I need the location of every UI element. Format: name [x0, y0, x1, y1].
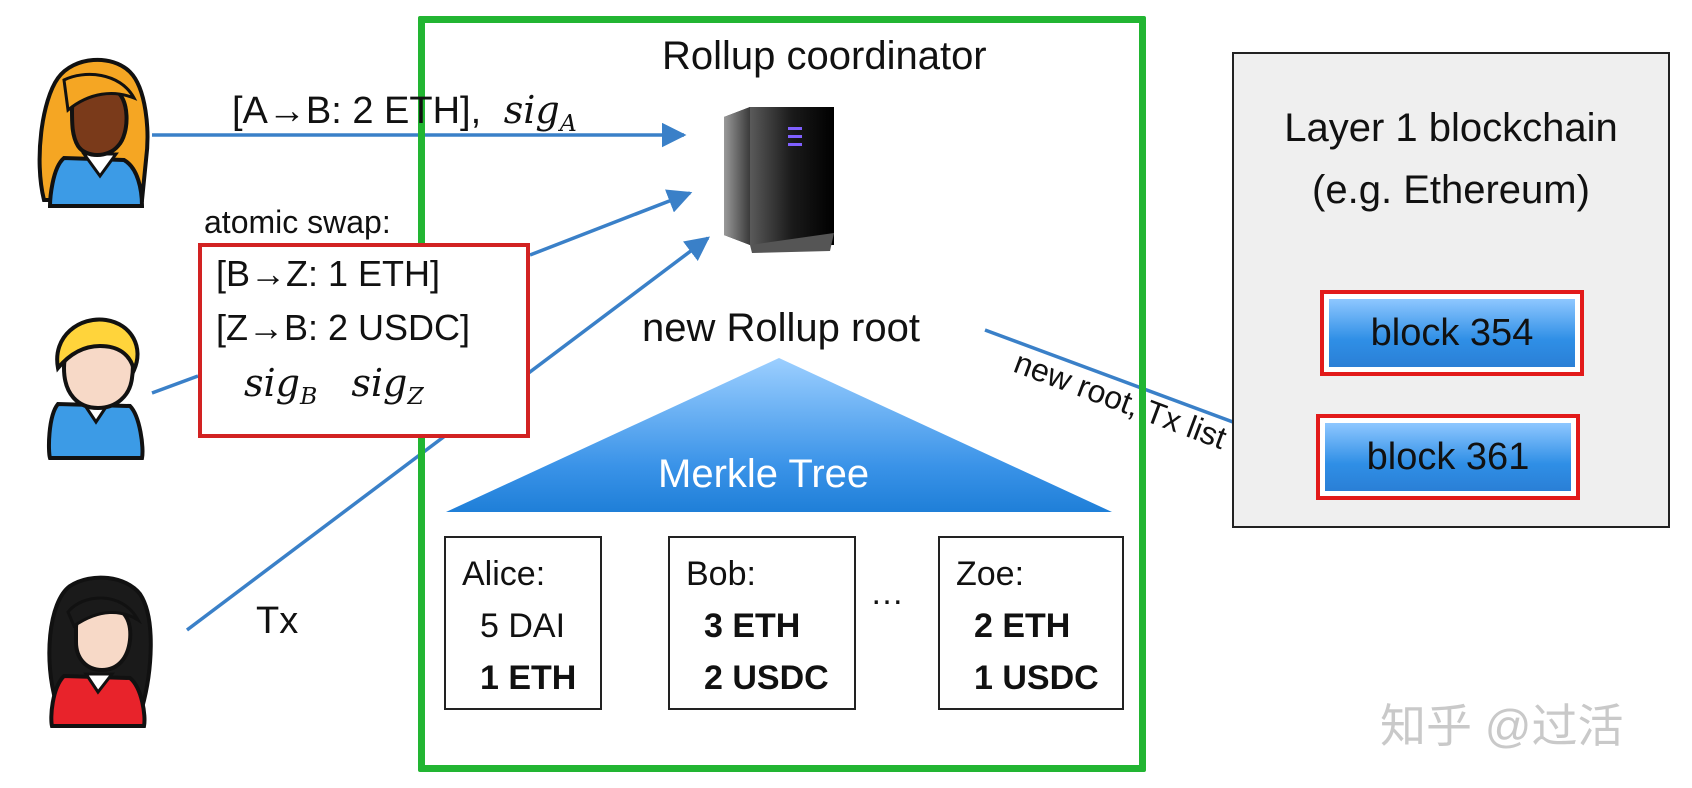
swap-signatures: sigB sigZ [244, 361, 424, 410]
leaf-zoe: Zoe: 2 ETH 1 USDC [938, 536, 1124, 710]
arrow-bob-to-swap [151, 374, 199, 395]
swap-sig-b: sig [244, 361, 300, 405]
alice-tx-label: [A→B: 2 ETH], sigA [232, 88, 577, 137]
server-icon [724, 107, 834, 253]
leaf-zoe-name: Zoe: [956, 555, 1025, 593]
merkle-tree-label: Merkle Tree [658, 452, 870, 496]
watermark: 知乎 @过活 [1380, 700, 1624, 752]
zoe-avatar-icon [47, 575, 153, 728]
swap-line-1: [B→Z: 1 ETH] [216, 253, 441, 294]
swap-title: atomic swap: [204, 204, 391, 240]
swap-box: [B→Z: 1 ETH] [Z→B: 2 USDC] sigB sigZ [198, 243, 530, 438]
leaf-bob: Bob: 3 ETH 2 USDC [668, 536, 856, 710]
block-361-label: block 361 [1325, 423, 1571, 491]
swap-sig-b-sub: B [299, 382, 318, 411]
leaf-alice-name: Alice: [462, 555, 546, 593]
swap-sig-z: sig [351, 361, 408, 405]
alice-sig-sub: A [559, 109, 577, 138]
rollup-root-label: new Rollup root [642, 306, 920, 350]
swap-line-2: [Z→B: 2 USDC] [216, 307, 471, 348]
block-354-label: block 354 [1329, 299, 1575, 367]
swap-sig-z-sub: Z [407, 382, 424, 411]
block-361: block 361 [1316, 414, 1580, 500]
zoe-tx-label: Tx [256, 600, 299, 642]
block-354: block 354 [1320, 290, 1584, 376]
coordinator-title: Rollup coordinator [662, 34, 987, 78]
arrow-swap-to-coordinator [529, 189, 693, 257]
alice-sig: sig [503, 88, 560, 132]
leaf-alice: Alice: 5 DAI 1 ETH [444, 536, 602, 710]
leaf-bob-line-2: 2 USDC [704, 659, 829, 697]
leaf-bob-name: Bob: [686, 555, 756, 593]
bob-avatar-icon [47, 317, 145, 460]
leaf-alice-line-1: 5 DAI [480, 607, 566, 645]
leaf-alice-line-2: 1 ETH [480, 659, 577, 697]
leaf-zoe-line-2: 1 USDC [974, 659, 1099, 697]
layer1-title-line-2: (e.g. Ethereum) [1312, 168, 1590, 212]
layer1-title-line-1: Layer 1 blockchain [1284, 106, 1618, 150]
leaf-zoe-line-1: 2 ETH [974, 607, 1071, 645]
alice-avatar-icon [37, 58, 150, 208]
alice-tx-text: [A→B: 2 ETH], [232, 90, 482, 132]
merkle-tree-triangle [446, 358, 1112, 512]
leaf-bob-line-1: 3 ETH [704, 607, 801, 645]
leaf-ellipsis: … [870, 574, 904, 612]
